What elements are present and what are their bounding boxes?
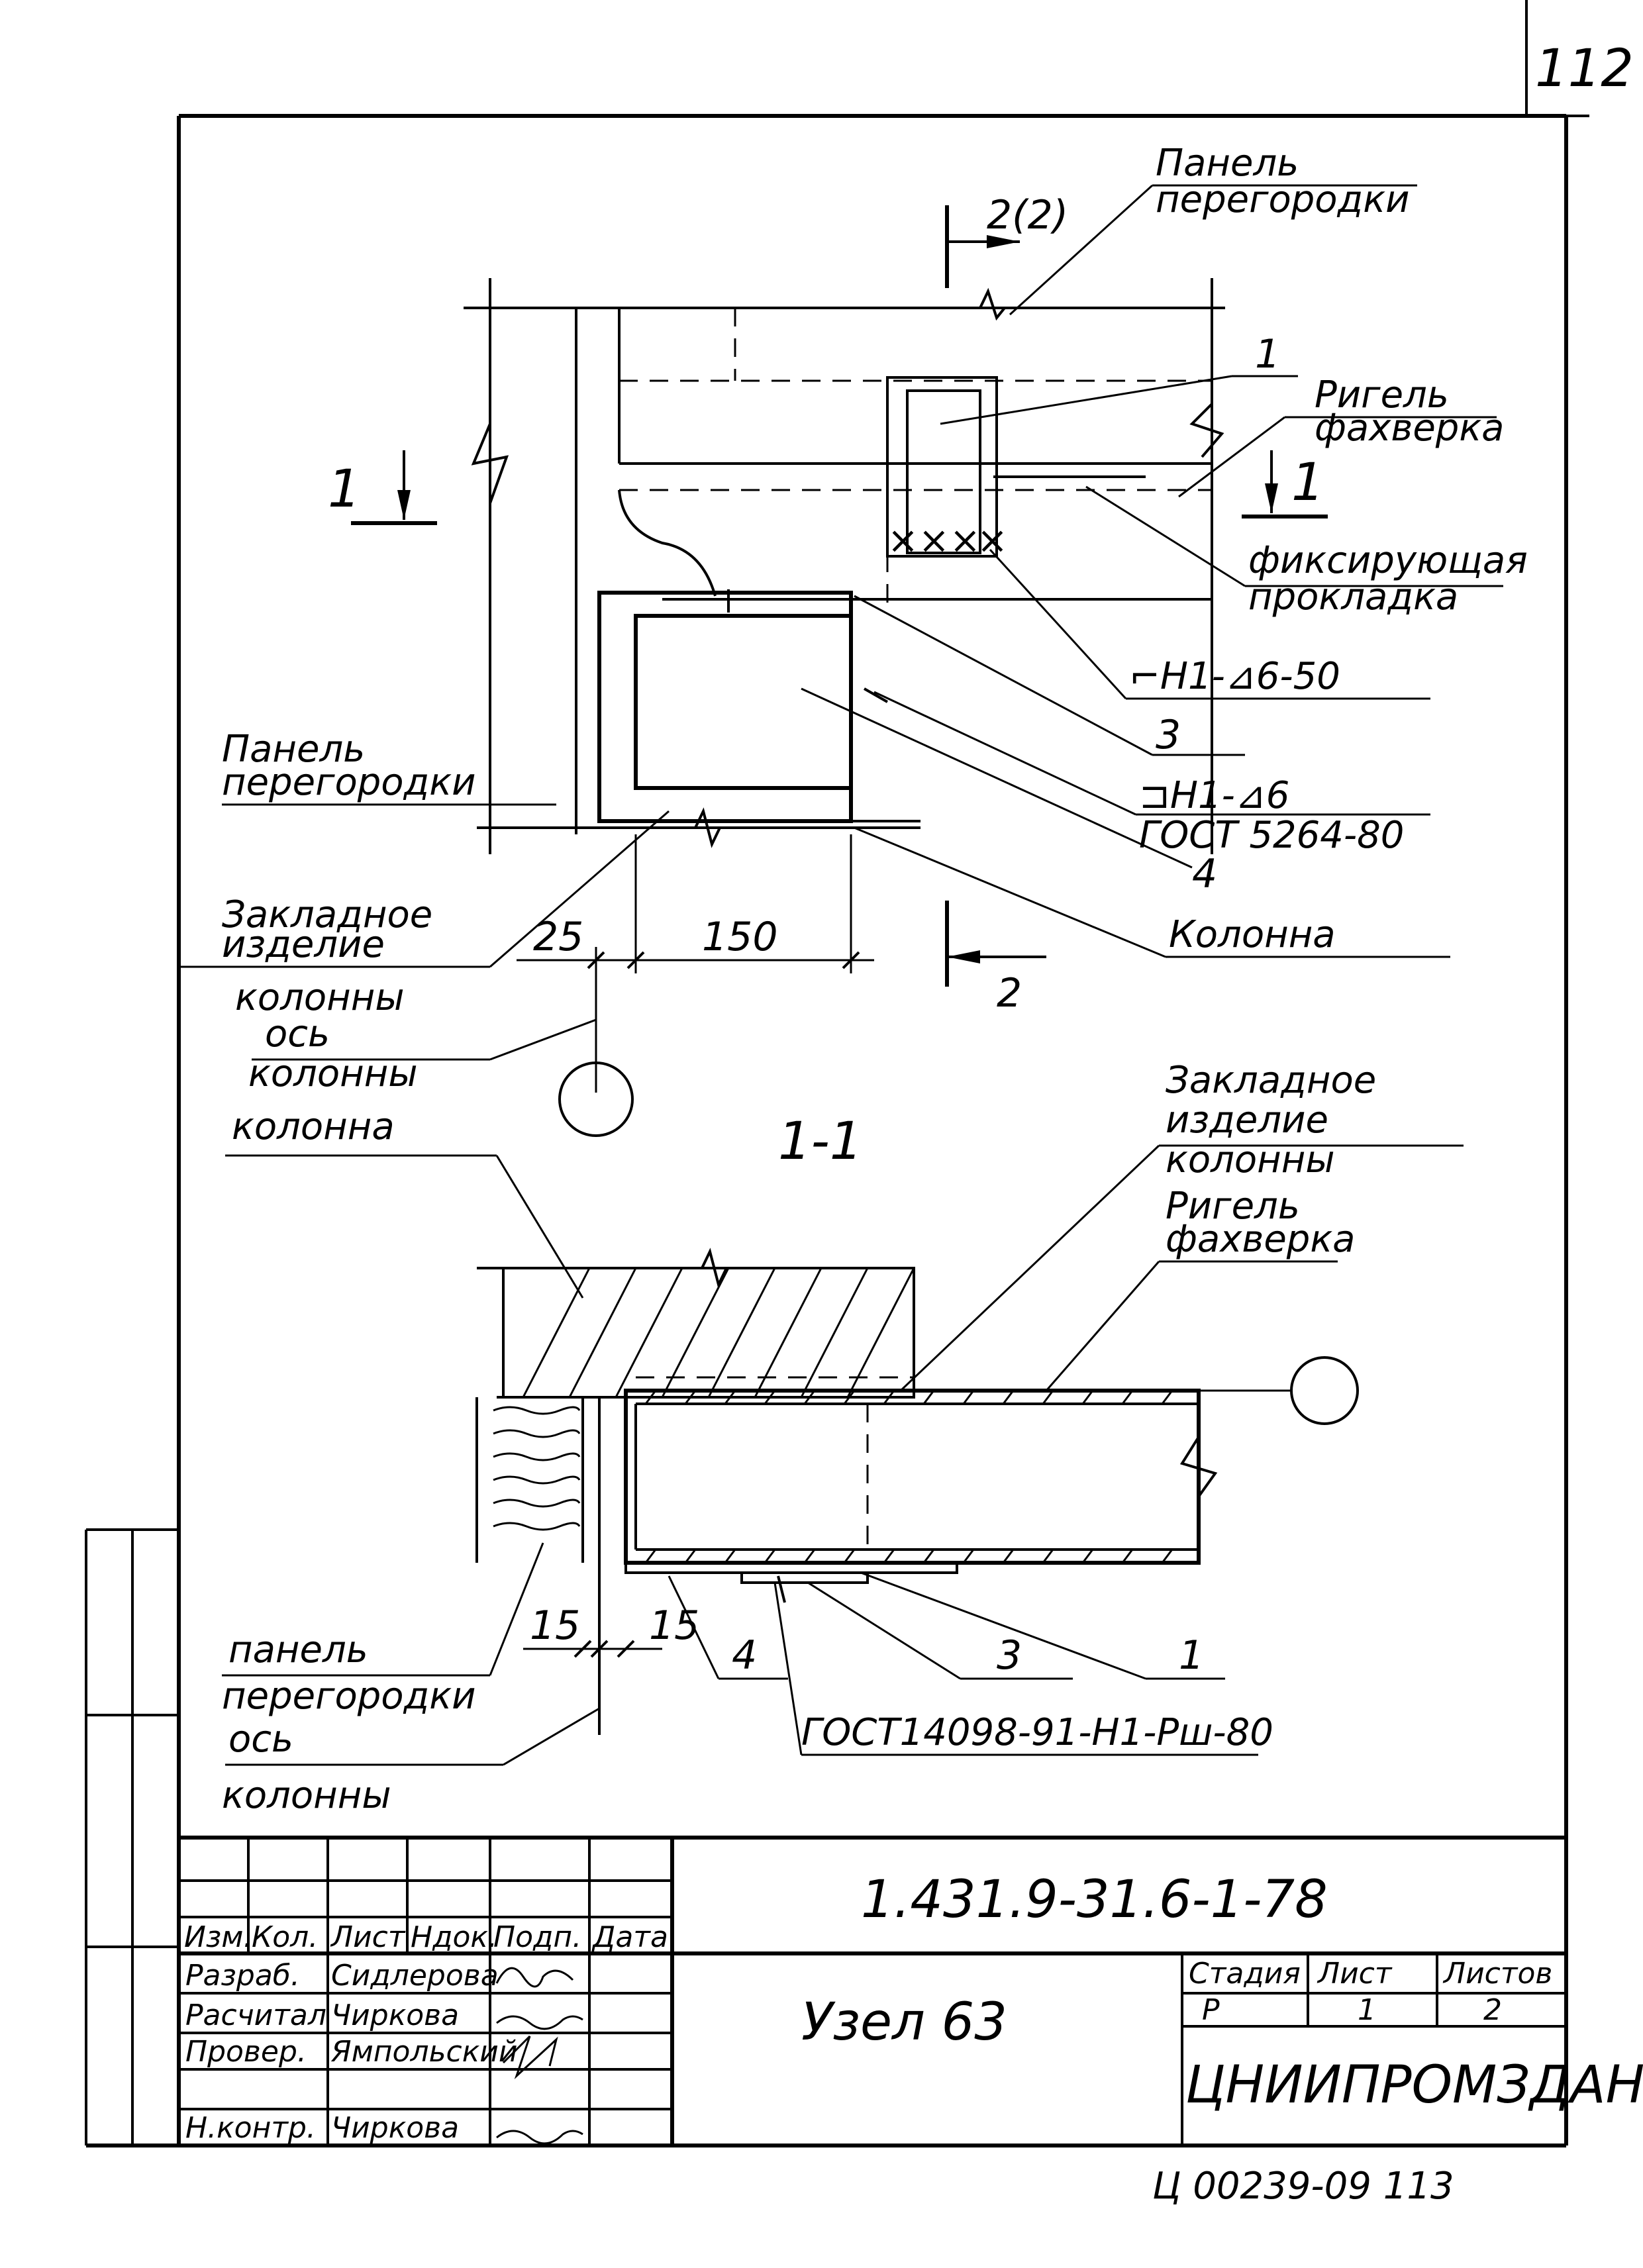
role-prover: Провер. [185, 2035, 307, 2069]
name-nkontr: Чиркова [331, 2111, 459, 2145]
page-number-box: 112 [1525, 0, 1634, 117]
panel-left-label-2: перегородки [222, 761, 476, 804]
section-callout-4: 4 [732, 1632, 757, 1679]
section-column-label: колонна [232, 1105, 395, 1148]
rigel-section [624, 1389, 1201, 1565]
plan-dimension-line: 25 150 [517, 834, 874, 1093]
signature-3 [502, 2035, 558, 2080]
signature-1 [495, 1967, 574, 1988]
sheet-header: Лист [1317, 1957, 1393, 1991]
svg-text:×××: ××× [887, 519, 981, 562]
section-right-label: 1 [1291, 453, 1324, 513]
panel-top-label-1: Панель [1156, 142, 1299, 185]
drawing-frame [85, 114, 1568, 2147]
panel-hatch [493, 1406, 581, 1531]
rigel-wall-hatch [644, 1390, 1173, 1563]
sheets-header: Листов [1442, 1957, 1552, 1991]
section-mark-bottom: 2 [945, 901, 1046, 1016]
header-ndok: Ндок. [411, 1920, 497, 1954]
section-panel-label-1: панель [228, 1628, 368, 1671]
section-rigel-label-1: Ригель [1166, 1185, 1300, 1228]
section-dimension-line: 15 15 [523, 1602, 699, 1658]
rigel-label-2: фахверка [1315, 407, 1504, 450]
gost-note-1: ГОСТ 5264-80 [1139, 814, 1404, 857]
column-label-right: Колонна [1169, 913, 1336, 956]
panel-top-label-2: перегородки [1156, 178, 1410, 221]
section-mark-right: 1 [1242, 450, 1328, 518]
fixing-pad-label-2: прокладка [1248, 575, 1458, 618]
header-kol: Кол. [252, 1920, 318, 1954]
plan-view: ××× × 2(2) 1 1 2 [179, 142, 1528, 1137]
stage-value: Р [1202, 1993, 1220, 2027]
section-view: 1-1 колонна Закладное изделие колонны Ри… [222, 1059, 1464, 1817]
callout-1-top: 1 [1255, 331, 1280, 377]
section-axis-label-2: колонны [222, 1774, 391, 1817]
sheet-value: 1 [1358, 1993, 1376, 2027]
header-data: Дата [591, 1920, 668, 1954]
signatures [495, 1967, 583, 2145]
section-mark-top: 2(2) [945, 192, 1068, 288]
header-list: Лист [330, 1920, 406, 1954]
axis-label-2: колонны [248, 1052, 418, 1095]
role-nkontr: Н.контр. [185, 2111, 316, 2145]
column-hatch [522, 1267, 915, 1398]
section-top-label: 2(2) [987, 192, 1068, 238]
dim-15-a: 15 [530, 1602, 580, 1649]
weld-note-1: ⌐Н1-⊿6-50 [1129, 655, 1340, 698]
signature-4 [496, 2130, 583, 2145]
section-rigel-label-2: фахверка [1166, 1218, 1355, 1261]
section-panel-label-2: перегородки [222, 1675, 476, 1718]
axis-bubble-plan [558, 1061, 634, 1137]
callout-4-top: 4 [1192, 851, 1217, 897]
svg-text:×: × [977, 519, 1008, 562]
stage-header: Стадия [1189, 1957, 1301, 1991]
rigel-label-1: Ригель [1315, 373, 1449, 417]
embedded-right-label-2: изделие [1166, 1099, 1328, 1142]
embedded-left-label-1: Закладное [222, 893, 432, 936]
role-raschital: Расчитал [185, 1998, 326, 2032]
section-title: 1-1 [778, 1112, 862, 1171]
document-code: 1.431.9-31.6-1-78 [861, 1870, 1328, 1930]
fixing-pad-label-1: фиксирующая [1248, 539, 1528, 582]
section-left-label: 1 [328, 460, 361, 519]
page-number: 112 [1535, 39, 1634, 99]
sheets-value: 2 [1483, 1993, 1502, 2027]
signature-2 [496, 2015, 583, 2030]
footer-note: Ц 00239-09 113 [1152, 2165, 1454, 2208]
embedded-right-label-1: Закладное [1166, 1059, 1376, 1102]
organization: ЦНИИПРОМЗДАНИЙ [1185, 2053, 1643, 2115]
dim-150: 150 [702, 914, 778, 960]
panel-left-label-1: Панель [222, 728, 365, 771]
section-callout-1: 1 [1179, 1632, 1204, 1679]
embedded-left-label-2: изделие [222, 923, 385, 966]
section-callout-3: 3 [997, 1632, 1022, 1679]
callout-3-top: 3 [1156, 712, 1181, 758]
axis-bubble-section [1290, 1356, 1359, 1425]
role-razrab: Разраб. [185, 1959, 300, 1993]
weld-note-2: ⊐Н1-⊿6 [1139, 774, 1289, 817]
dim-25: 25 [533, 914, 583, 960]
embedded-left-label-3: колонны [235, 976, 405, 1019]
dim-15-b: 15 [649, 1602, 699, 1649]
name-raschital: Чиркова [331, 1998, 459, 2032]
title-block: 1.431.9-31.6-1-78 Изм. Кол. Лист Ндок. П… [179, 1836, 1643, 2145]
gost-note-2: ГОСТ14098-91-Н1-Рш-80 [801, 1711, 1273, 1754]
axis-label-1: ось [265, 1012, 330, 1056]
name-razrab: Сидлерова [331, 1959, 499, 1993]
section-axis-label-1: ось [228, 1718, 293, 1761]
section-mark-left: 1 [328, 450, 437, 525]
name-prover: Ямпольский [330, 2035, 517, 2069]
header-podp: Подп. [493, 1920, 581, 1954]
section-bottom-label: 2 [997, 970, 1022, 1016]
node-title: Узел 63 [801, 1993, 1007, 2052]
header-izm: Изм. [184, 1920, 253, 1954]
